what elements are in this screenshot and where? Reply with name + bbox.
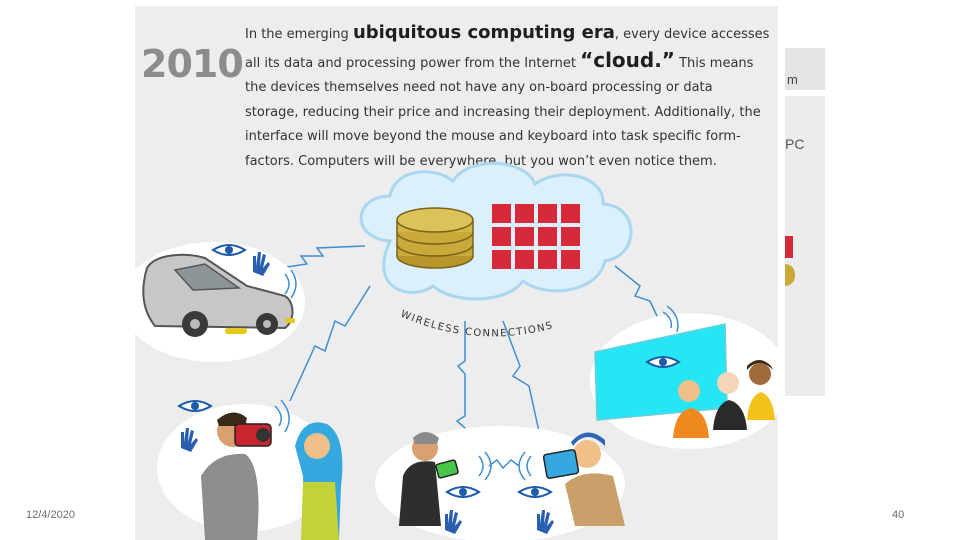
- slide-date: 12/4/2020: [26, 509, 75, 521]
- wireless-connections-textpath: WIRELESS CONNECTIONS: [399, 309, 554, 340]
- description-text: In the emerging ubiquitous computing era…: [245, 21, 770, 174]
- wireless-links: [279, 245, 658, 446]
- ubiquitous-computing-figure: 2010 In the emerging ubiquitous computin…: [135, 6, 778, 540]
- signal-waves: [662, 305, 679, 333]
- hand-icon: [445, 510, 462, 534]
- hand-icon: [253, 252, 270, 276]
- text-after-highlight: , every device accesses all its data and…: [245, 27, 770, 71]
- signal-waves: [478, 451, 492, 481]
- background-fragment-pc: PC: [785, 136, 805, 152]
- wall-display-vignette: [590, 305, 778, 449]
- processing-grid-icon: [492, 204, 580, 269]
- eye-icon: [445, 486, 481, 498]
- background-coin: [785, 264, 795, 286]
- wireless-connections-label: WIRELESS CONNECTIONS: [399, 309, 555, 340]
- background-panel: m PC: [785, 72, 825, 396]
- data-storage-icon: [396, 207, 474, 269]
- hand-icon: [181, 428, 198, 452]
- car-vignette: [135, 242, 305, 362]
- illustration: WIRELESS CONNECTIONS: [135, 161, 778, 540]
- camera-vignette: [157, 399, 343, 540]
- text-cloud-word: “cloud.”: [580, 47, 675, 72]
- tablet-vignette: [375, 426, 625, 540]
- signal-waves: [274, 399, 290, 433]
- background-red-block: [785, 236, 793, 258]
- eye-icon: [211, 244, 247, 256]
- text-rest: This means the devices themselves need n…: [245, 55, 761, 169]
- background-fragment-m: m: [787, 72, 798, 87]
- slide-number: 40: [892, 509, 905, 521]
- eye-icon: [177, 400, 213, 412]
- text-highlight: ubiquitous computing era: [352, 22, 615, 43]
- eye-icon: [517, 486, 553, 498]
- background-panel-top: [785, 48, 825, 90]
- text-intro: In the emerging: [245, 27, 353, 42]
- signal-waves: [284, 269, 297, 299]
- hand-icon: [537, 510, 554, 534]
- year-label: 2010: [141, 42, 244, 86]
